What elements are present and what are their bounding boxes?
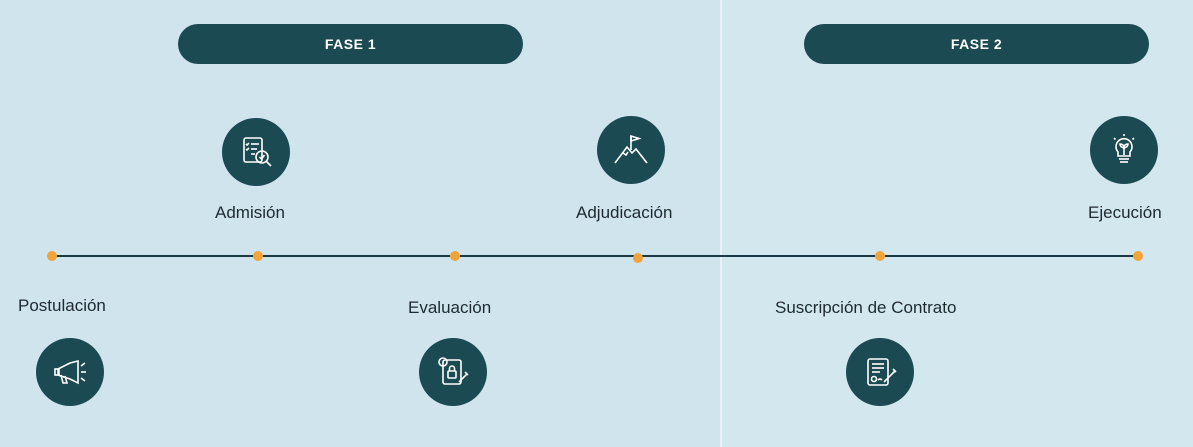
mountain-flag-icon [614, 134, 648, 164]
document-lock-icon [438, 357, 469, 385]
timeline-dot-admision [253, 251, 263, 261]
right-panel [722, 0, 1193, 447]
timeline-dot-evaluacion [450, 251, 460, 261]
panel-divider [720, 0, 722, 447]
suscripcion-icon-circle [846, 338, 914, 406]
timeline-dot-adjudicacion [633, 253, 643, 263]
checklist-search-icon [243, 137, 272, 167]
ejecucion-label: Ejecución [1088, 203, 1162, 222]
evaluacion-label: Evaluación [408, 298, 492, 317]
admision-label: Admisión [215, 203, 285, 222]
timeline-line [50, 255, 1140, 257]
adjudicacion-label: Adjudicación [576, 203, 673, 222]
phase-2-banner: FASE 2 [804, 24, 1149, 64]
timeline-dot-start [47, 251, 57, 261]
evaluacion-icon-circle [419, 338, 487, 406]
megaphone-icon [54, 359, 86, 385]
adjudicacion-icon-circle [597, 116, 665, 184]
contract-sign-icon [867, 358, 897, 386]
suscripcion-label: Suscripción de Contrato [775, 298, 957, 317]
lightbulb-plant-icon [1113, 134, 1135, 163]
postulacion-label: Postulación [18, 296, 106, 315]
left-panel [0, 0, 720, 447]
timeline-dot-suscripcion [875, 251, 885, 261]
phase-1-banner: FASE 1 [178, 24, 523, 64]
postulacion-icon-circle [36, 338, 104, 406]
timeline-dot-ejecucion [1133, 251, 1143, 261]
admision-icon-circle [222, 118, 290, 186]
ejecucion-icon-circle [1090, 116, 1158, 184]
